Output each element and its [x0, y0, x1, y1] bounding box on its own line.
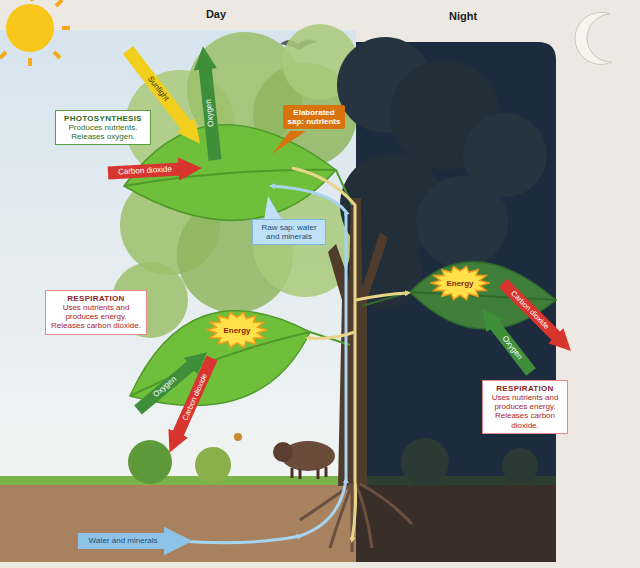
oxygen-arrow — [493, 323, 531, 372]
day-sky — [0, 30, 356, 485]
process-box: PHOTOSYNTHESISProduces nutrients. Releas… — [55, 110, 151, 145]
bush — [502, 448, 538, 484]
bush — [195, 447, 231, 483]
bush — [401, 438, 449, 486]
energy-burst: Energy — [206, 311, 268, 349]
energy-burst-outline — [431, 266, 489, 299]
panel-heading: Night — [449, 11, 477, 22]
sun-rays — [0, 0, 70, 66]
box-text: Produces nutrients. Releases oxygen. — [60, 123, 146, 141]
foliage — [416, 176, 508, 268]
boar-head — [273, 442, 293, 462]
box-text: Elaborated sap: nutrients — [287, 108, 341, 126]
energy-burst-outline — [207, 313, 267, 348]
sap-callout: Elaborated sap: nutrients — [283, 105, 345, 129]
grass — [0, 476, 356, 485]
box-text: Uses nutrients and produces energy. Rele… — [487, 393, 563, 430]
night-soil — [356, 482, 556, 562]
callout-pointer — [264, 196, 282, 220]
oxygen-arrow — [138, 364, 193, 410]
day-canopy — [112, 24, 358, 338]
sap-callout: Raw sap: water and minerals — [252, 219, 326, 245]
boar-legs — [292, 467, 326, 479]
oxygen-arrow — [205, 66, 215, 160]
sun-disc — [6, 4, 54, 52]
day-soil — [0, 482, 356, 562]
box-heading: RESPIRATION — [50, 294, 142, 303]
elaborated-sap-line — [356, 293, 408, 300]
trunk — [328, 198, 388, 486]
acorn — [234, 433, 242, 441]
panel-heading: Day — [206, 9, 226, 20]
water-arrow — [78, 533, 168, 549]
carbon-dioxide-arrow — [177, 358, 212, 436]
moon — [575, 12, 612, 64]
boar — [273, 441, 335, 479]
bush — [128, 440, 172, 484]
callout-pointer — [272, 131, 306, 154]
energy-burst: Energy — [430, 265, 490, 301]
box-text: Uses nutrients and produces energy. Rele… — [50, 303, 142, 331]
elaborated-sap-line — [308, 332, 355, 338]
process-box: RESPIRATIONUses nutrients and produces e… — [45, 290, 147, 335]
box-heading: PHOTOSYNTHESIS — [60, 114, 146, 123]
box-heading: RESPIRATION — [487, 384, 563, 393]
sun — [0, 0, 70, 66]
box-text: Energy — [223, 326, 250, 335]
box-text: Raw sap: water and minerals — [257, 223, 321, 241]
raw-sap-line — [178, 186, 346, 543]
process-box: RESPIRATIONUses nutrients and produces e… — [482, 380, 568, 434]
carbon-dioxide-arrow — [503, 283, 558, 338]
arrow-label: Water and minerals — [88, 537, 157, 545]
box-text: Energy — [446, 279, 473, 288]
